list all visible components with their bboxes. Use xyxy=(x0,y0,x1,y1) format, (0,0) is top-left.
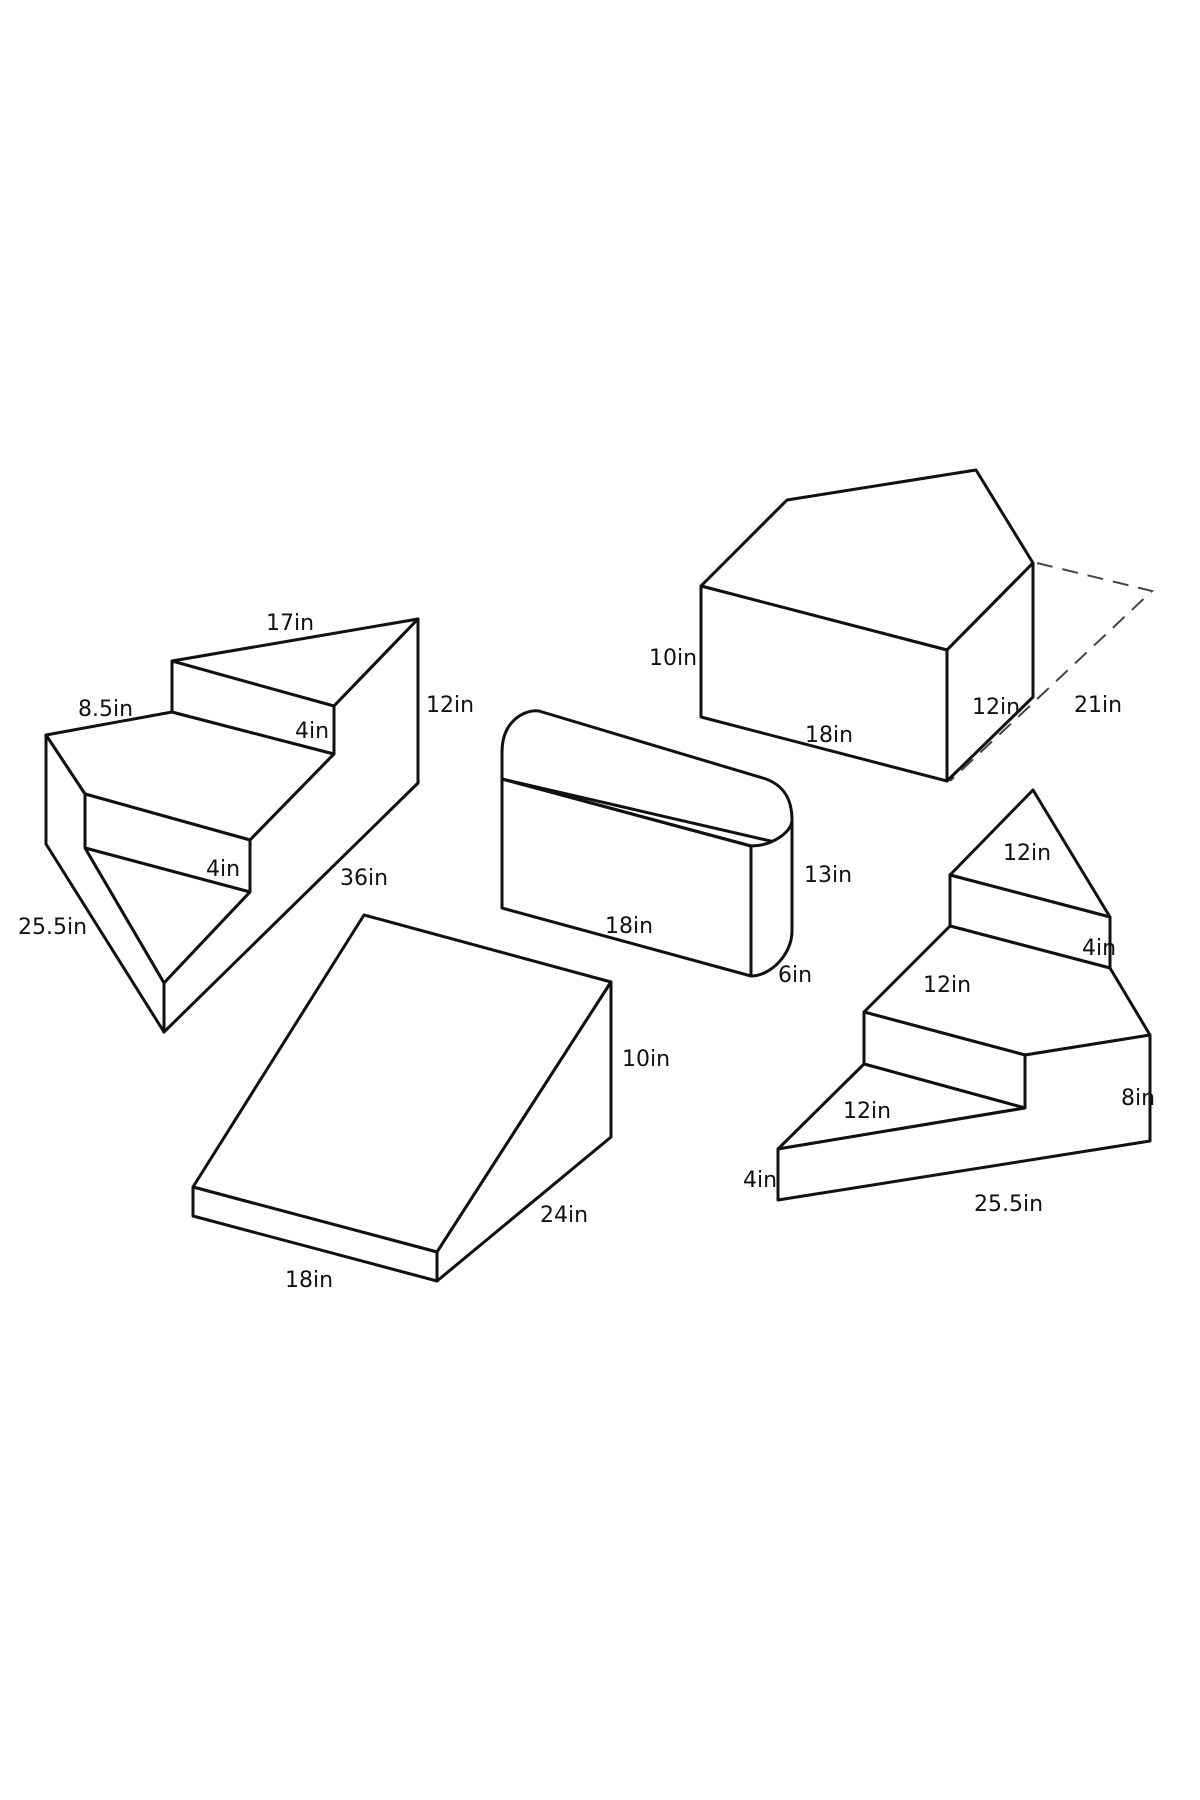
cylinder-block-top xyxy=(500,709,794,848)
left-steps-lower-riser-label: 4in xyxy=(206,857,240,882)
right-steps-front-face xyxy=(776,1033,1152,1202)
ramp-height-label: 10in xyxy=(622,1047,670,1072)
left-steps-upper-riser-label: 4in xyxy=(295,719,329,744)
left-steps-top-edge-label: 17in xyxy=(266,611,314,636)
right-steps-bottom-step-label: 12in xyxy=(843,1099,891,1124)
pentagon-block-height-left-label: 10in xyxy=(649,646,697,671)
left-steps-height-label: 12in xyxy=(426,693,474,718)
pentagon-block-height-right-label: 12in xyxy=(972,695,1020,720)
pentagon-block-side xyxy=(945,561,1035,783)
right-steps-top-step-label: 12in xyxy=(1003,841,1051,866)
pentagon-block-depth-label: 21in xyxy=(1074,693,1122,718)
pentagon-block-length-label: 18in xyxy=(805,723,853,748)
ramp-slope-length-label: 24in xyxy=(540,1203,588,1228)
cylinder-block-side xyxy=(749,818,794,978)
right-steps-middle-step-label: 12in xyxy=(923,973,971,998)
right-steps-top-riser-label: 4in xyxy=(1082,936,1116,961)
pentagon-block-hidden-edges xyxy=(949,562,1155,782)
right-steps-height-label: 8in xyxy=(1121,1086,1155,1111)
cylinder-block-front-top-edge xyxy=(500,777,753,848)
cylinder-block-depth-label: 6in xyxy=(778,963,812,988)
left-steps-piece xyxy=(44,617,420,1034)
left-steps-side-label: 25.5in xyxy=(18,915,87,940)
right-steps-piece xyxy=(776,788,1152,1202)
right-steps-length-label: 25.5in xyxy=(974,1192,1043,1217)
cylinder-block-height-label: 13in xyxy=(804,863,852,888)
left-steps-left-face xyxy=(44,733,166,1034)
right-steps-bottom-riser-label: 4in xyxy=(743,1168,777,1193)
ramp-width-label: 18in xyxy=(285,1268,333,1293)
ramp-side xyxy=(435,980,613,1283)
cylinder-block-length-label: 18in xyxy=(605,914,653,939)
left-steps-upper-front xyxy=(170,659,336,756)
ramp-piece xyxy=(191,913,613,1283)
left-steps-length-label: 36in xyxy=(340,866,388,891)
left-steps-step-depth-label: 8.5in xyxy=(78,697,133,722)
pentagon-block-piece xyxy=(699,468,1155,783)
cylinder-block-piece xyxy=(500,709,794,978)
